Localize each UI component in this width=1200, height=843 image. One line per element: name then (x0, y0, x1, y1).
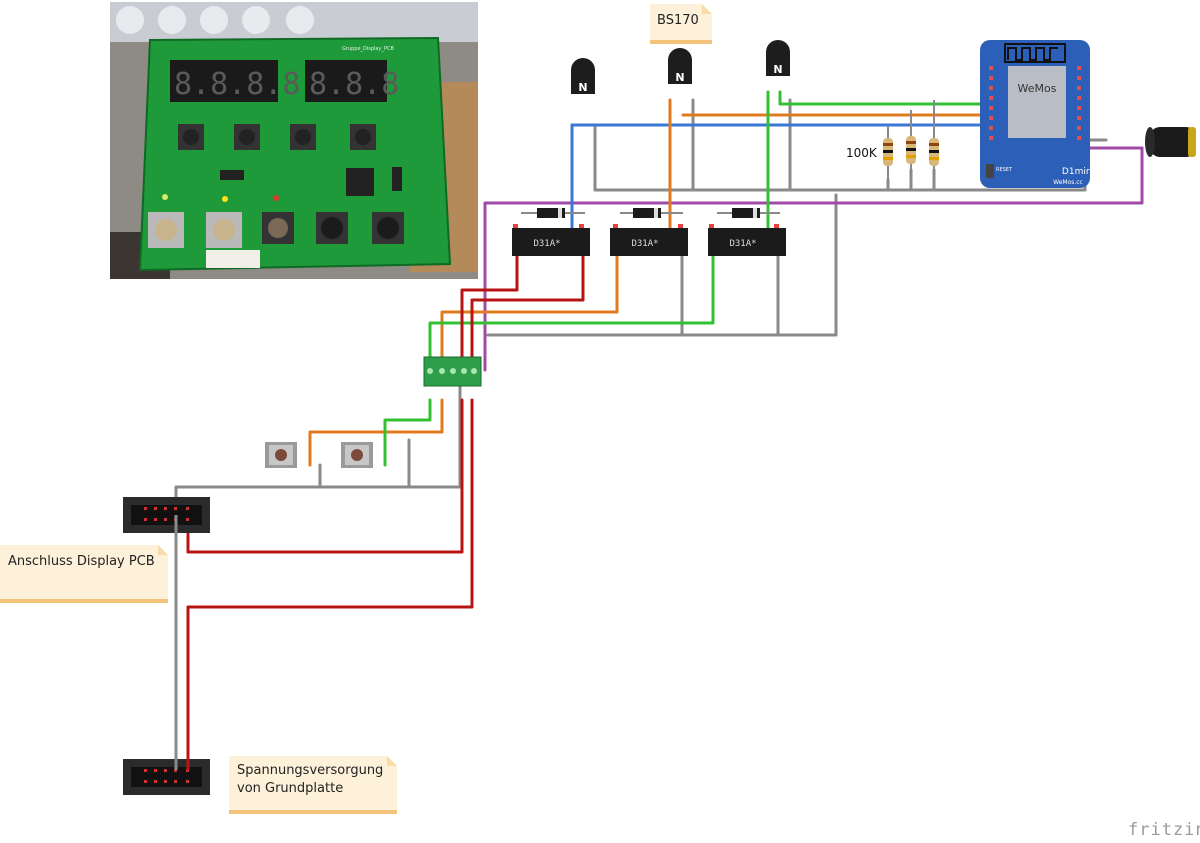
svg-text:N: N (773, 63, 782, 76)
red-wires (186, 254, 585, 772)
relay-1-label: D31A* (533, 239, 560, 249)
electrolytic-capacitor (1145, 127, 1196, 157)
resistor-r2 (906, 110, 916, 172)
orange-wires (308, 98, 992, 467)
note-power-line1: Spannungsversorgung (237, 763, 384, 778)
svg-text:8.8.8: 8.8.8 (309, 67, 399, 102)
pcb-title: Gruppe_Display_PCB (342, 46, 394, 52)
diode-d2 (620, 208, 683, 218)
note-power-line2: von Grundplatte (237, 781, 344, 796)
purple-wire (483, 146, 1144, 372)
wemos-reset: RESET (996, 167, 1013, 173)
svg-text:N: N (578, 81, 587, 94)
power-header-connector (123, 759, 210, 795)
note-power-text: Spannungsversorgung von Grundplatte (237, 762, 383, 798)
gray-wires (174, 98, 1108, 772)
relay-2: D31A* (610, 228, 688, 256)
note-bs170: BS170 (650, 4, 712, 40)
push-button-1 (265, 442, 297, 468)
wemos-logo: WeMos (1018, 82, 1057, 95)
wemos-d1-mini: WeMos D1mini WeMos.cc RESET (980, 40, 1094, 188)
transistor-q1: N (571, 58, 595, 94)
note-display-text: Anschluss Display PCB (8, 554, 155, 569)
resistor-r1 (883, 126, 893, 186)
diode-d3 (717, 208, 780, 218)
fritzing-watermark: fritzing (1128, 820, 1200, 840)
transistor-q2: N (668, 48, 692, 84)
svg-text:8.8.8.8: 8.8.8.8 (174, 67, 300, 102)
svg-text:N: N (675, 71, 684, 84)
resistor-r3 (929, 100, 939, 172)
resistor-value-label: 100K (846, 146, 877, 160)
relay-2-label: D31A* (631, 239, 658, 249)
wemos-site: WeMos.cc (1053, 179, 1083, 186)
display-pcb-photo: 8.8.8.8 8.8.8 Gruppe_Display_PCB (110, 2, 478, 279)
relay-1: D31A* (512, 228, 590, 256)
screw-terminal (423, 356, 482, 387)
push-button-2 (341, 442, 373, 468)
note-bs170-text: BS170 (657, 13, 699, 28)
diode-d1 (521, 208, 585, 218)
note-display-pcb: Anschluss Display PCB (0, 545, 168, 599)
transistor-q3: N (766, 40, 790, 76)
green-wires (383, 90, 992, 467)
wemos-model: D1mini (1062, 167, 1094, 177)
display-header-connector (123, 497, 210, 533)
relay-3: D31A* (708, 228, 786, 256)
relay-3-label: D31A* (729, 239, 756, 249)
note-power-supply: Spannungsversorgung von Grundplatte (229, 756, 397, 810)
